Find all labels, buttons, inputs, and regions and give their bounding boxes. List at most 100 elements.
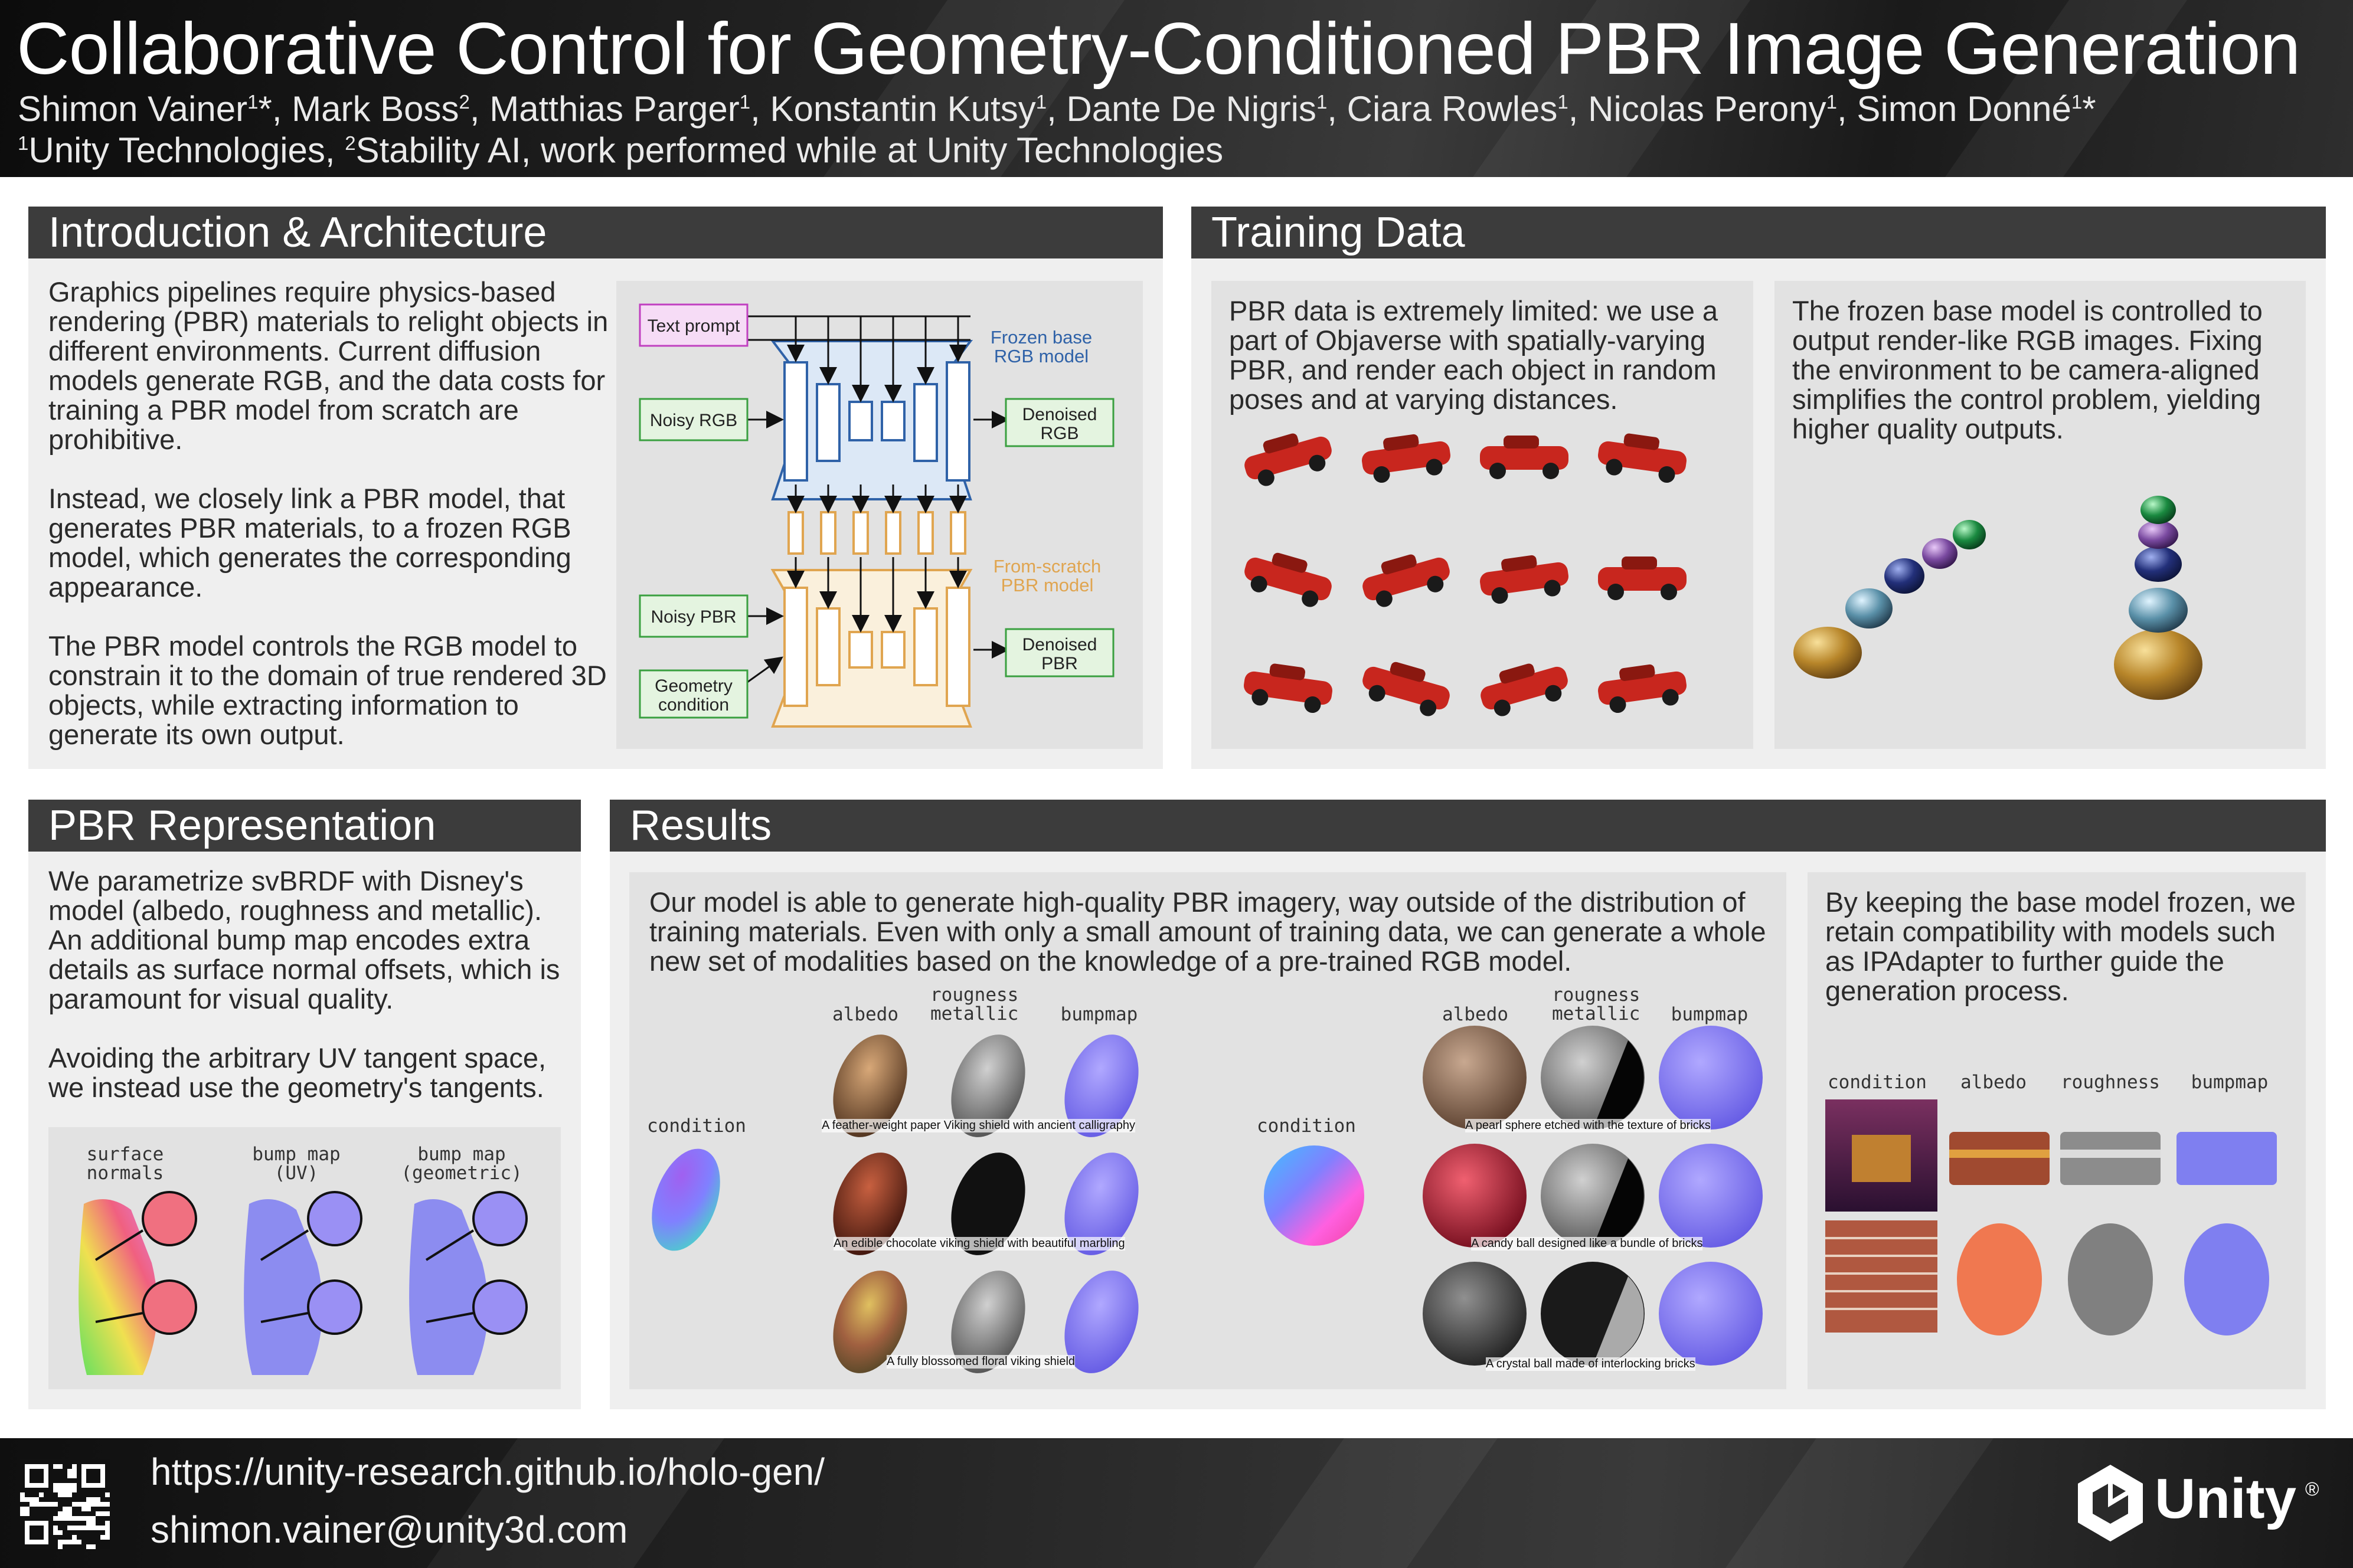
training-beads-panel: The frozen base model is controlled to o… [1774, 281, 2306, 749]
poster-footer: https://unity-research.github.io/holo-ge… [0, 1438, 2353, 1568]
affiliation-name: Unity Technologies [28, 130, 325, 170]
author-name: Ciara Rowles [1347, 89, 1558, 129]
author-list: Shimon Vainer1*, Mark Boss2, Matthias Pa… [18, 89, 2096, 129]
author-name: Matthias Parger [489, 89, 740, 129]
intro-text: Graphics pipelines require physics-based… [48, 277, 609, 749]
author-affiliation-mark: 1 [1316, 91, 1328, 113]
label-bumpmap: bumpmap [1060, 1004, 1138, 1025]
author-affiliation-mark: 1 [1826, 91, 1837, 113]
diagram-frozen-label: Frozen base [991, 327, 1092, 348]
results-figures [652, 1026, 1763, 1373]
affiliation-list: 1Unity Technologies, 2Stability AI, work… [18, 130, 1224, 170]
car-render [1598, 557, 1687, 600]
affiliation-mark: 2 [345, 132, 356, 154]
diagram-geometry-condition: Geometry [655, 676, 733, 696]
diagram-noisy-pbr: Noisy PBR [651, 607, 736, 627]
car-render [1244, 663, 1332, 713]
affiliation-mark: 1 [18, 132, 29, 154]
diagram-denoised-pbr: Denoised [1022, 635, 1097, 654]
ipadapter-figures [1825, 1099, 2277, 1335]
results-text: Our model is able to generate high-quali… [649, 886, 1766, 977]
diagram-frozen-label: RGB model [994, 346, 1089, 366]
author-name: Shimon Vainer [18, 89, 248, 129]
qr-code-icon[interactable] [20, 1459, 110, 1549]
poster-header: Collaborative Control for Geometry-Condi… [0, 0, 2353, 177]
intro-paragraph: The PBR model controls the RGB model to … [48, 630, 607, 750]
architecture-diagram-panel: Text prompt Noisy RGB Noisy PBR Geometry… [616, 281, 1143, 749]
car-renders-grid [1244, 433, 1687, 716]
bump-map-figures [79, 1191, 528, 1375]
corresponding-mark: * [258, 89, 272, 129]
shield-caption: A feather-weight paper Viking shield wit… [822, 1119, 1136, 1132]
diagram-noisy-rgb: Noisy RGB [650, 411, 737, 430]
diagram-text-prompt: Text prompt [648, 316, 740, 336]
author-name: Konstantin Kutsy [770, 89, 1036, 129]
label-bumpmap: bumpmap [2191, 1072, 2269, 1093]
architecture-diagram: Text prompt Noisy RGB Noisy PBR Geometry… [639, 303, 1115, 728]
diagram-denoised-rgb: Denoised [1022, 405, 1097, 424]
label-albedo: albedo [832, 1004, 898, 1025]
label-albedo: albedo [1960, 1072, 2027, 1093]
car-render [1244, 552, 1332, 607]
ipadapter-panel: By keeping the base model frozen, we ret… [1808, 872, 2306, 1389]
car-render [1362, 434, 1450, 483]
car-render [1598, 664, 1687, 713]
author-name: Dante De Nigris [1066, 89, 1316, 129]
author-affiliation-mark: 1 [2071, 91, 2083, 113]
contact-email-link[interactable]: shimon.vainer@unity3d.com [151, 1508, 628, 1551]
shield-caption: A fully blossomed floral viking shield [887, 1355, 1076, 1369]
intro-paragraph: Instead, we closely link a PBR model, th… [48, 483, 571, 603]
label-bump-geometric: bump map(geometric) [401, 1144, 522, 1184]
pbr-paragraph: We parametrize svBRDF with Disney's mode… [48, 865, 560, 1014]
training-text-right: The frozen base model is controlled to o… [1792, 295, 2263, 444]
shield-caption: An edible chocolate viking shield with b… [834, 1237, 1125, 1251]
sphere-caption: A pearl sphere etched with the texture o… [1465, 1119, 1711, 1132]
car-render [1362, 662, 1450, 716]
sphere-caption: A candy ball designed like a bundle of b… [1471, 1237, 1703, 1251]
label-roughness: roughness [2061, 1072, 2160, 1093]
car-render [1480, 436, 1568, 479]
unity-brand-text: Unity [2155, 1467, 2296, 1530]
intro-paragraph: Graphics pipelines require physics-based… [48, 276, 609, 455]
diagram-denoised-rgb: RGB [1040, 424, 1079, 443]
project-url-link[interactable]: https://unity-research.github.io/holo-ge… [151, 1451, 825, 1493]
author-name: Mark Boss [292, 89, 459, 129]
car-render [1480, 555, 1568, 604]
diagram-geometry-condition: condition [658, 695, 729, 715]
car-render [1481, 663, 1568, 716]
pbr-paragraph: Avoiding the arbitrary UV tangent space,… [48, 1042, 547, 1103]
author-affiliation-mark: 2 [459, 91, 470, 113]
diagram-scratch-label: From-scratch [994, 556, 1102, 577]
intro-heading: Introduction & Architecture [28, 207, 1163, 258]
label-bumpmap: bumpmap [1671, 1004, 1749, 1025]
author-name: Nicolas Perony [1588, 89, 1826, 129]
corresponding-mark: * [2082, 89, 2096, 129]
ipadapter-text: By keeping the base model frozen, we ret… [1825, 886, 2296, 1006]
training-cars-panel: PBR data is extremely limited: we use a … [1211, 281, 1753, 749]
registered-mark: ® [2305, 1478, 2319, 1500]
pbr-heading: PBR Representation [28, 800, 581, 852]
label-condition: condition [1828, 1072, 1927, 1093]
diagram-denoised-pbr: PBR [1041, 654, 1078, 673]
sphere-caption: A crystal ball made of interlocking bric… [1486, 1357, 1695, 1371]
label-condition: condition [1257, 1115, 1356, 1137]
car-render [1598, 433, 1687, 483]
training-text-left: PBR data is extremely limited: we use a … [1229, 295, 1718, 415]
affiliation-name: Stability AI, work performed while at Un… [355, 130, 1224, 170]
unity-logo-icon [2078, 1465, 2143, 1541]
label-bump-uv: bump map(UV) [252, 1144, 341, 1184]
author-affiliation-mark: 1 [739, 91, 751, 113]
author-affiliation-mark: 1 [1035, 91, 1047, 113]
author-affiliation-mark: 1 [1557, 91, 1568, 113]
author-name: Simon Donné [1857, 89, 2071, 129]
training-heading: Training Data [1191, 207, 2326, 258]
label-albedo: albedo [1442, 1004, 1508, 1025]
pbr-text: We parametrize svBRDF with Disney's mode… [48, 866, 568, 1102]
poster-title: Collaborative Control for Geometry-Condi… [17, 8, 2300, 90]
results-generation-panel: Our model is able to generate high-quali… [629, 872, 1786, 1389]
diagram-scratch-label: PBR model [1001, 575, 1094, 595]
